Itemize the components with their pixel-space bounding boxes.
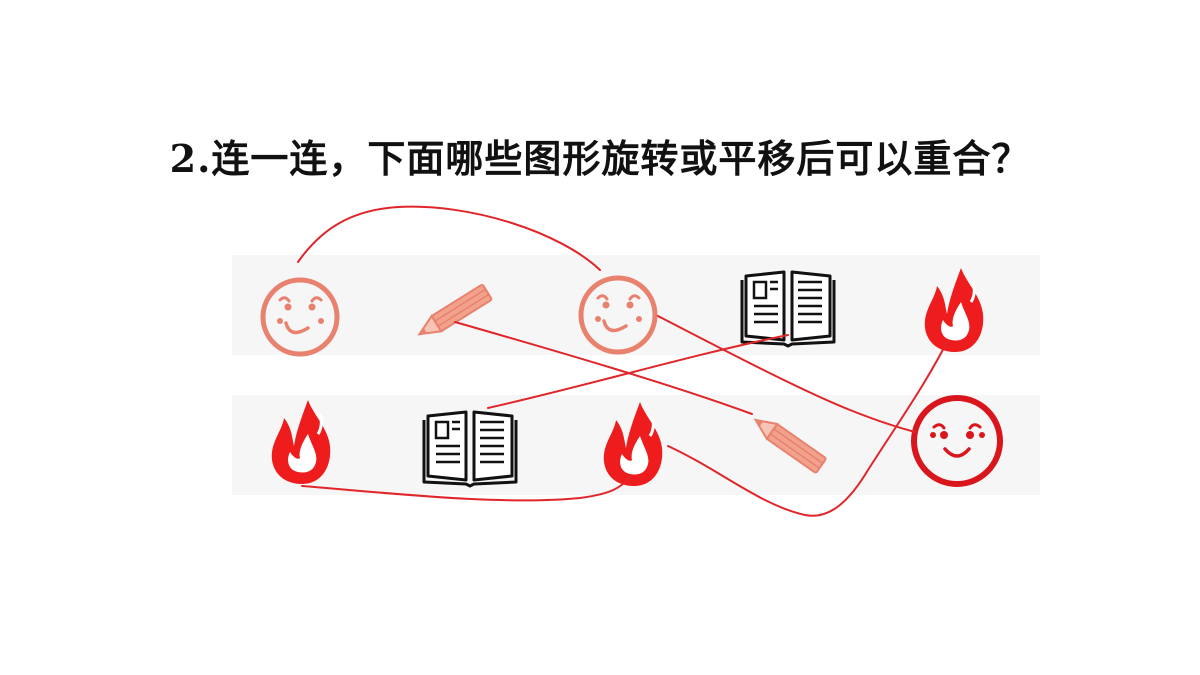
match-line-flame xyxy=(301,475,631,502)
match-line-book xyxy=(487,334,789,409)
match-line-flame-2 xyxy=(667,339,949,517)
row-band xyxy=(232,255,1040,355)
question-title: 2.连一连，下面哪些图形旋转或平移后可以重合？ xyxy=(169,136,1031,181)
match-line-smiley xyxy=(297,205,601,271)
match-line-pencil xyxy=(454,321,753,415)
match-line-smiley-2 xyxy=(657,315,916,433)
